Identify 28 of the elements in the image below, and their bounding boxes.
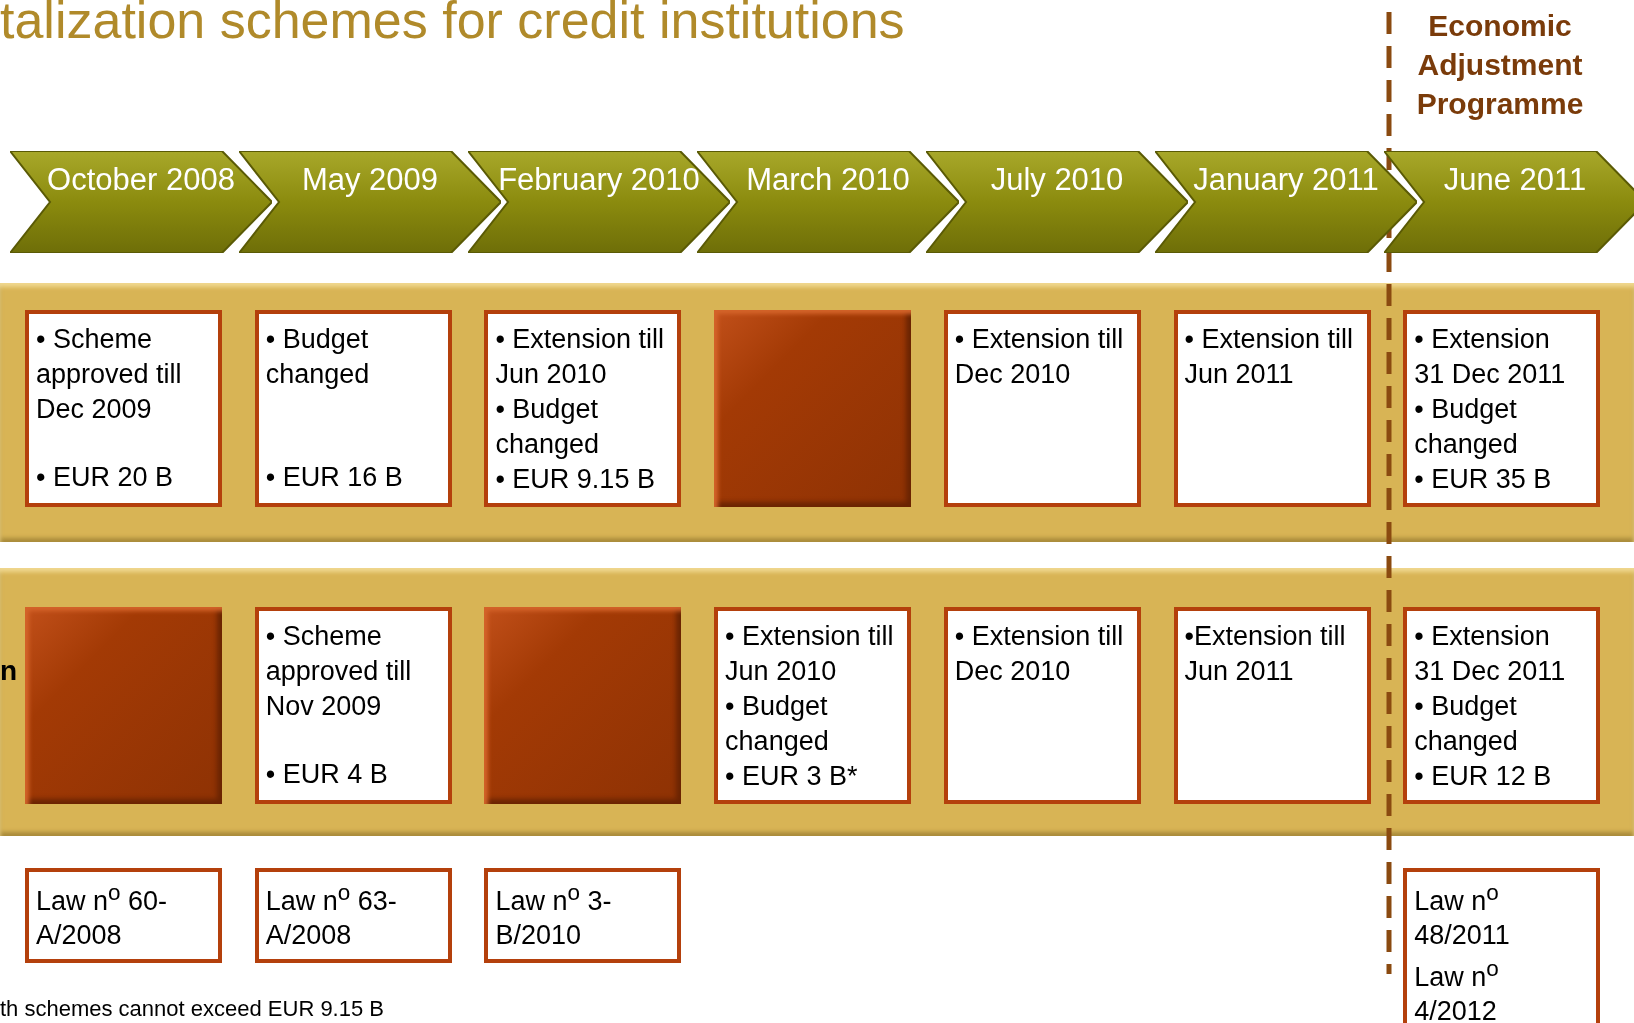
timeline-step: May 2009 [239, 151, 501, 253]
slide-title: talization schemes for credit institutions [0, 0, 905, 50]
info-box: • Extension 31 Dec 2011 • Budget changed • EUR 12 B [1403, 607, 1601, 804]
filled-square [714, 310, 912, 507]
footnote: th schemes cannot exceed EUR 9.15 B [0, 996, 384, 1022]
programme-header: Economic Adjustment Programme [1415, 8, 1585, 122]
law-box: Law n$^{o}$ 48/2011 Law n$^{o}$ 4/2012 [1403, 868, 1601, 1023]
row-label: n [0, 655, 18, 687]
law-box: Law n$^{o}$ 3-B/2010 [484, 868, 682, 963]
info-box: • Extension till Jun 2010 • Budget changed • EUR 3 B* [714, 607, 912, 804]
timeline-step: July 2010 [926, 151, 1188, 253]
info-box: • Scheme approved till Nov 2009 • EUR 4 B [254, 607, 452, 804]
info-box: • Extension 31 Dec 2011 • Budget changed • EUR 35 B [1403, 310, 1601, 507]
timeline-step: October 2008 [10, 151, 272, 253]
timeline-step: February 2010 [468, 151, 730, 253]
info-box: • Extension till Jun 2010 • Budget changed • EUR 9.15 B [484, 310, 682, 507]
law-box: Law n$^{o}$ 63-A/2008 [254, 868, 452, 963]
timeline-step: June 2011 [1384, 151, 1634, 253]
info-box: • Extension till Dec 2010 [943, 607, 1141, 804]
info-box: • Extension till Dec 2010 [943, 310, 1141, 507]
timeline-step: January 2011 [1155, 151, 1417, 253]
info-box: • Budget changed • EUR 16 B [254, 310, 452, 507]
info-box: •Extension till Jun 2011 [1173, 607, 1371, 804]
info-box: • Extension till Jun 2011 [1173, 310, 1371, 507]
law-box: Law n$^{o}$ 60-A/2008 [25, 868, 222, 963]
info-box: • Scheme approved till Dec 2009 • EUR 20 B [25, 310, 222, 507]
filled-square [484, 607, 682, 804]
filled-square [25, 607, 222, 804]
